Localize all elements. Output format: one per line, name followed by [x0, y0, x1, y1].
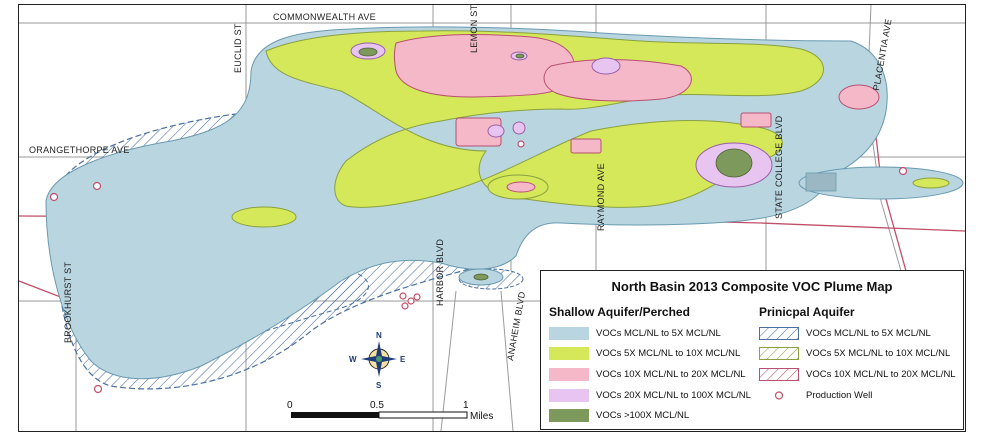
map-canvas[interactable]: COMMONWEALTH AVE EUCLID ST LEMON ST PLAC…	[19, 5, 965, 431]
shallow-plume-20x-100x-e	[512, 121, 526, 135]
production-well-marker	[399, 292, 407, 300]
street-label-commonwealth: COMMONWEALTH AVE	[273, 12, 376, 22]
scale-tick-0: 0	[287, 400, 293, 411]
street-label-harbor: HARBOR BLVD	[435, 239, 445, 306]
compass-e: E	[400, 355, 406, 364]
scale-tick-1: 1	[463, 400, 469, 411]
map-frame: COMMONWEALTH AVE EUCLID ST LEMON ST PLAC…	[18, 4, 966, 432]
legend-swatch	[549, 327, 589, 340]
shallow-plume-100x-b	[515, 53, 525, 59]
street-label-orangethorpe: ORANGETHORPE AVE	[29, 145, 130, 155]
shallow-aquifer-plumes	[45, 26, 964, 380]
production-well-marker	[517, 140, 525, 148]
legend-heading-principal: Prinicpal Aquifer	[759, 305, 855, 319]
legend-swatch	[549, 389, 589, 402]
scale-tick-half: 0.5	[370, 400, 384, 411]
shallow-plume-10x-20x-d	[506, 181, 536, 193]
street-label-state-college: STATE COLLEGE BLVD	[774, 115, 784, 219]
street-label-euclid: EUCLID ST	[233, 23, 243, 73]
shallow-plume-5x-10x-west	[231, 206, 297, 228]
map-legend: North Basin 2013 Composite VOC Plume Map…	[540, 270, 964, 430]
shallow-plume-100x-a	[358, 47, 378, 57]
street-label-lemon: LEMON ST	[469, 5, 479, 53]
compass-n: N	[376, 331, 382, 340]
compass-rose: N S E W	[349, 331, 406, 390]
scale-unit: Miles	[470, 411, 493, 422]
shallow-plume-5x-grey	[805, 172, 837, 192]
compass-w: W	[349, 355, 357, 364]
legend-swatch-hatched	[759, 327, 799, 340]
production-well-marker	[413, 293, 421, 301]
production-well-marker	[898, 166, 908, 176]
shallow-plume-100x-d	[473, 273, 489, 281]
production-well-marker	[92, 181, 102, 191]
legend-swatch-hatched	[759, 347, 799, 360]
shallow-plume-20x-100x-c	[591, 57, 621, 75]
production-well-marker	[401, 302, 409, 310]
production-well-marker	[49, 192, 59, 202]
street-label-placentia: PLACENTIA AVE	[871, 18, 893, 91]
street-label-brookhurst: BROOKHURST ST	[63, 262, 73, 343]
scale-bar: 0 0.5 1 Miles	[287, 400, 493, 422]
shallow-plume-10x-20x-f	[740, 112, 772, 128]
legend-swatch	[549, 368, 589, 381]
production-well-icon	[774, 391, 784, 400]
production-well-marker	[407, 297, 415, 305]
legend-swatch	[549, 409, 589, 422]
shallow-plume-10x-20x-e	[570, 138, 602, 154]
shallow-plume-10x-20x-b	[543, 59, 692, 102]
map-title: North Basin 2013 Composite VOC Plume Map	[611, 279, 893, 294]
shallow-plume-5x-10x-east	[912, 177, 950, 189]
shallow-plume-100x-c	[715, 148, 753, 178]
shallow-plume-20x-100x-d	[487, 124, 505, 138]
legend-swatch-hatched	[759, 368, 799, 381]
shallow-plume-10x-20x-g	[838, 84, 880, 110]
legend-heading-shallow: Shallow Aquifer/Perched	[549, 305, 690, 319]
production-wells	[49, 140, 908, 394]
street-label-raymond: RAYMOND AVE	[596, 163, 606, 231]
compass-s: S	[376, 381, 382, 390]
legend-swatch	[549, 347, 589, 360]
shallow-plume-5x-east	[798, 166, 964, 200]
production-well-marker	[93, 384, 103, 394]
